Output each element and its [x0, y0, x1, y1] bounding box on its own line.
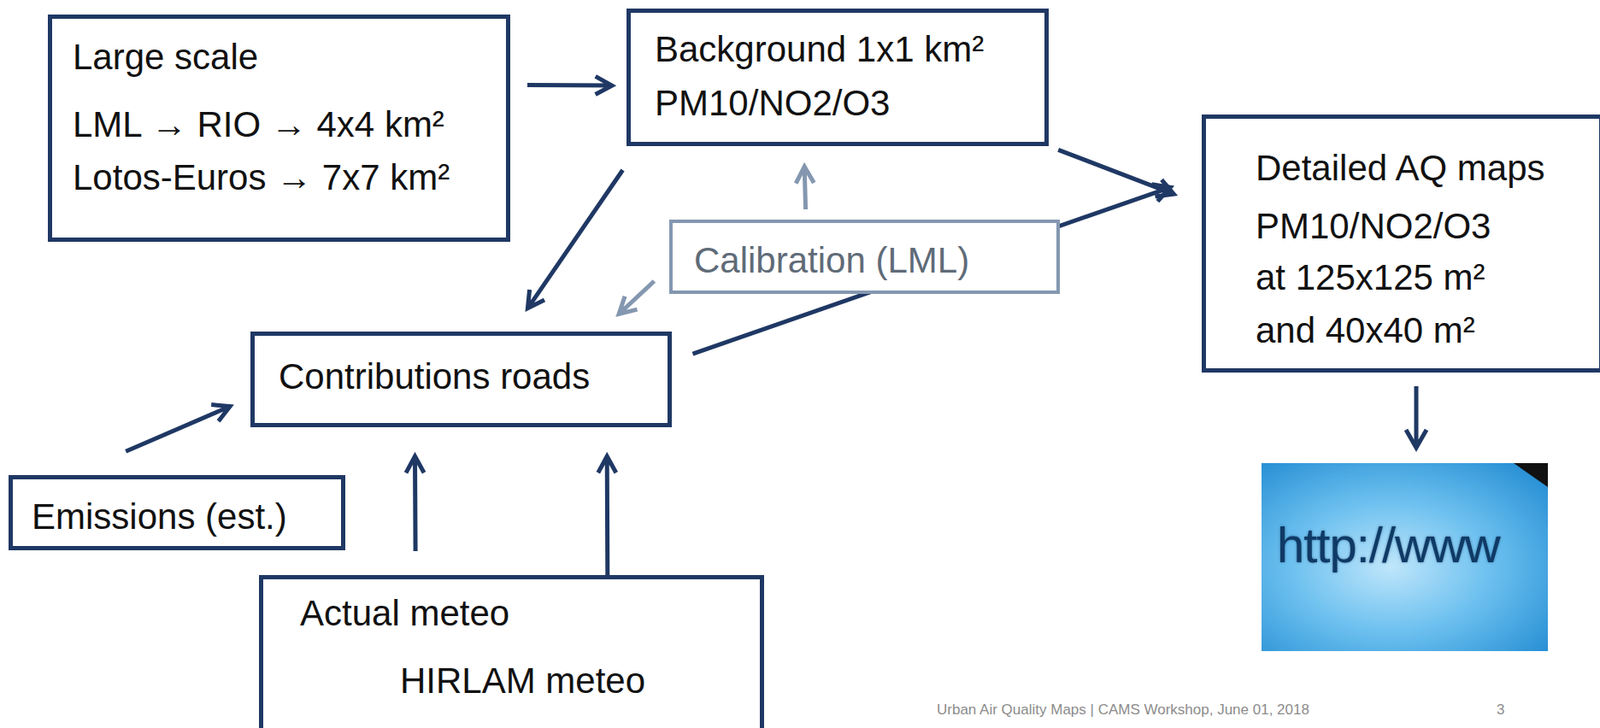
node-text: HIRLAM meteo — [400, 659, 646, 703]
node-title: Contributions roads — [278, 355, 590, 399]
url-text: http://www — [1276, 516, 1500, 574]
calibration-box: Calibration (LML) — [669, 219, 1060, 295]
input-box: Actual meteoHIRLAM meteo — [258, 575, 765, 728]
node-title: Detailed AQ maps — [1255, 147, 1546, 190]
arrow-connector — [125, 405, 230, 453]
arrow-connector — [618, 281, 654, 315]
node-title: Emissions (est.) — [31, 495, 288, 539]
arrow — [1405, 386, 1427, 448]
process-box: Contributions roads — [250, 331, 672, 428]
output-box: Detailed AQ mapsPM10/NO2/O3 at 125x125 m²… — [1201, 114, 1600, 373]
arrow-connector — [693, 184, 1171, 355]
node-text: at 125x125 m² — [1255, 256, 1486, 300]
node-title: Background 1x1 km² — [654, 28, 984, 71]
arrow-connector — [405, 456, 424, 552]
node-text: PM10/NO2/O3 — [654, 82, 890, 125]
node-title: Actual meteo — [300, 592, 510, 636]
footer-text: Urban Air Quality Maps | CAMS Workshop, … — [936, 701, 1310, 719]
arrow-connector — [527, 170, 623, 309]
node-title: Large scale — [72, 35, 259, 79]
web-illustration: http://www — [1261, 463, 1548, 652]
source-box: Large scaleLML → RIO → 4x4 km² Lotos-Euro… — [47, 14, 511, 242]
node-text: Lotos-Euros → 7x7 km² — [72, 156, 450, 200]
node-title: Calibration (LML) — [694, 239, 970, 283]
node-text: and 40x40 m² — [1255, 309, 1476, 353]
input-box: Emissions (est.) — [8, 475, 346, 551]
arrow-connector — [795, 166, 814, 210]
process-box: Background 1x1 km² PM10/NO2/O3 — [626, 8, 1049, 147]
page-number: 3 — [1496, 701, 1505, 719]
node-text: LML → RIO → 4x4 km² — [72, 103, 445, 147]
arrow-connector — [527, 76, 612, 95]
arrow-connector — [1058, 149, 1174, 197]
node-text: PM10/NO2/O3 — [1255, 205, 1491, 248]
